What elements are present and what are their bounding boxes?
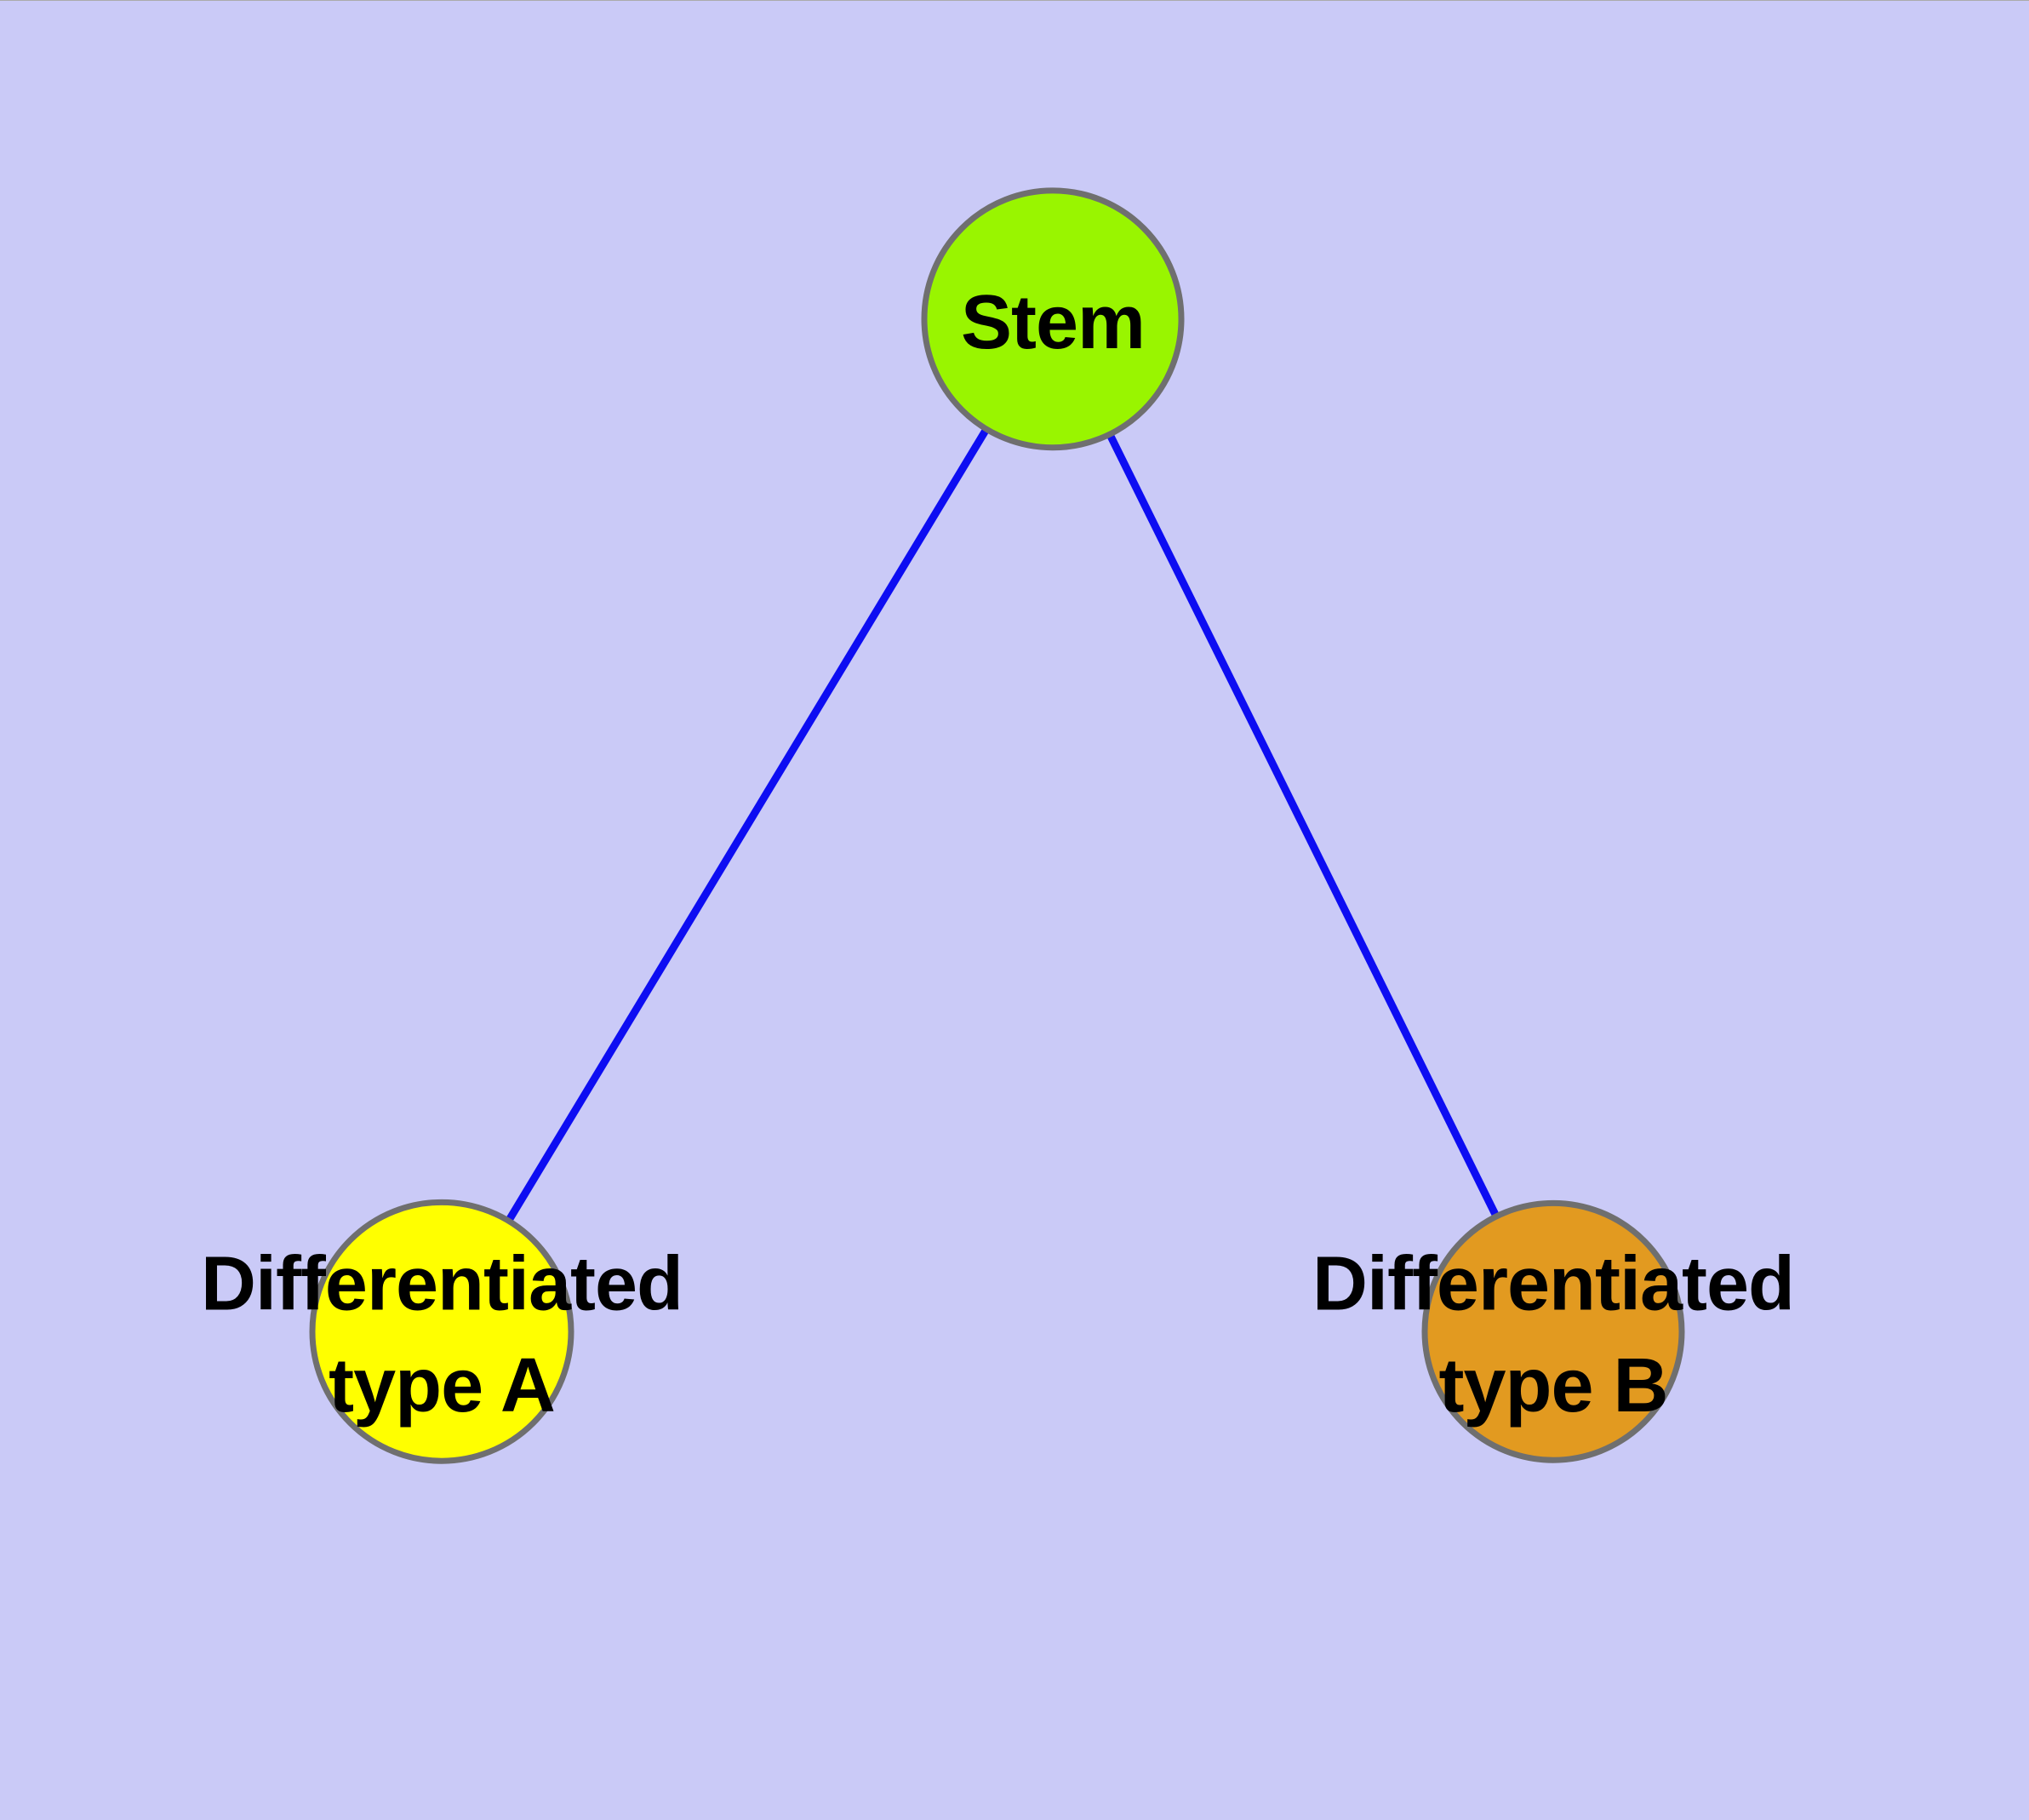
edge-stem-to-differentiated-type-a [438,317,1056,1334]
node-label-line: Stem [961,280,1145,365]
node-label-differentiated-type-b: Differentiated type B [1312,1241,1794,1428]
node-label-line: type A [329,1343,555,1428]
node-label-differentiated-type-a: Differentiated type A [201,1241,683,1428]
node-stem[interactable] [921,187,1185,451]
node-differentiated-type-a[interactable] [309,1199,574,1464]
node-label-line: type B [1438,1343,1667,1428]
edges-layer [438,317,1557,1334]
node-differentiated-type-b[interactable] [1421,1199,1685,1463]
node-label-line: Differentiated [201,1241,683,1326]
node-label-line: Differentiated [1312,1241,1794,1326]
nodes-layer [309,187,1685,1464]
edge-stem-to-differentiated-type-b [1049,317,1557,1334]
node-label-stem: Stem [961,280,1145,365]
